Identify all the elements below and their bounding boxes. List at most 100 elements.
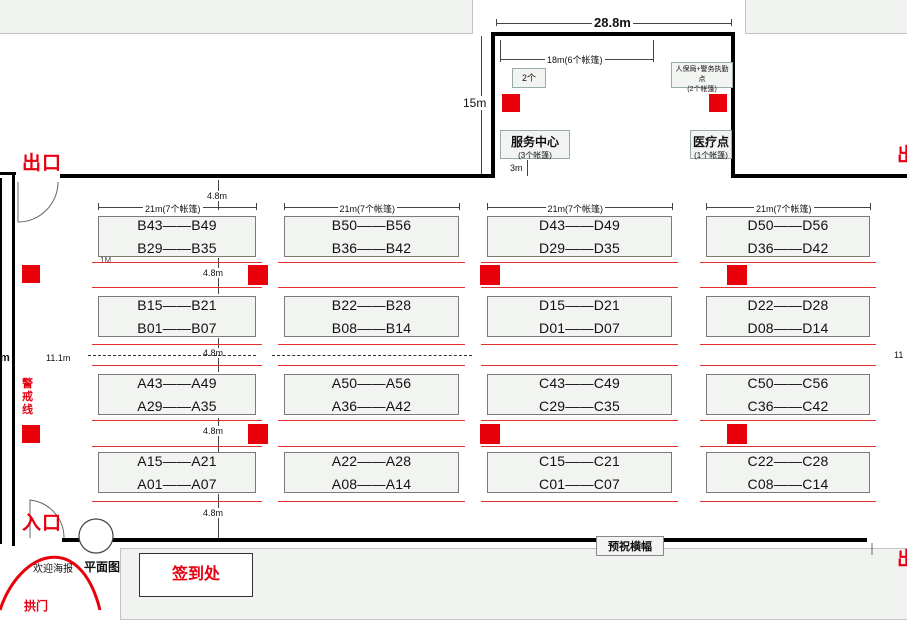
service-center-sub: (3个帐篷)	[518, 151, 552, 160]
top-road	[0, 0, 473, 34]
booth-range-label: C15——C21	[539, 453, 620, 469]
booth-range-label: A36——A42	[331, 398, 412, 414]
row-gap-label-2: 4.8m	[201, 426, 226, 436]
welcome-poster-label: 欢迎海报	[33, 564, 73, 575]
column-dim-tick	[256, 203, 257, 210]
column-dim-label: 21m(7个帐篷)	[754, 202, 814, 215]
red-guide-line	[92, 446, 262, 447]
plan-label: 平面图	[84, 560, 121, 574]
one-m-label: 1M	[100, 256, 112, 265]
left-distance-label: 11.1m	[44, 353, 73, 363]
column-dim-tick	[870, 203, 871, 210]
booth-range-label: A15——A21	[137, 453, 217, 469]
security-sub: (2个帐篷)	[687, 86, 717, 93]
booth-range-label: D36——D42	[747, 240, 829, 256]
exit-bottom-right-label: 出	[897, 544, 907, 571]
wall-tower-top	[491, 32, 735, 36]
dim-gap: 3m	[510, 163, 523, 173]
red-guide-line	[278, 262, 465, 263]
booth-range-label: A22——A28	[331, 453, 412, 469]
booth-range-label: B29——B35	[137, 240, 217, 256]
red-guide-line	[92, 344, 262, 345]
red-guide-line	[481, 420, 678, 421]
banner-label: 预祝横幅	[608, 541, 652, 553]
wall-left-top	[0, 172, 16, 175]
booth-range-label: D15——D21	[539, 297, 620, 313]
red-guide-line	[278, 287, 465, 288]
red-marker-b-1	[248, 265, 268, 285]
arch-label: 拱门	[24, 599, 49, 613]
booth-range-label: A08——A14	[331, 476, 412, 492]
cordon-label: 警戒线	[22, 378, 33, 416]
column-dim-label: 21m(7个帐篷)	[545, 202, 606, 215]
dim-3m-line	[527, 160, 528, 176]
column-dim-tick	[672, 203, 673, 210]
red-guide-line	[92, 262, 262, 263]
column-dim-tick	[98, 203, 99, 210]
red-guide-line	[481, 365, 678, 366]
row-gap-label: 4.8m	[201, 268, 226, 278]
column-dim-tick	[459, 203, 460, 210]
booth-range-label: B01——B07	[137, 320, 217, 336]
red-guide-line	[700, 262, 876, 263]
red-guide-line	[481, 446, 678, 447]
wall-top-right	[731, 174, 907, 178]
wall-top-left	[60, 174, 494, 178]
entrance-label: 入口	[22, 513, 63, 534]
red-marker-left-2	[22, 425, 40, 443]
left-edge-label: m	[0, 352, 10, 364]
red-guide-line	[700, 420, 876, 421]
booth-range-label: C08——C14	[747, 476, 829, 492]
red-guide-line	[92, 501, 262, 502]
booth-range-label: D22——D28	[747, 297, 829, 313]
column-dim-tick	[706, 203, 707, 210]
red-marker-a-1	[248, 424, 268, 444]
red-marker-dd-1	[727, 265, 747, 285]
red-marker-c-1	[480, 424, 500, 444]
booth-range-label: A01——A07	[137, 476, 217, 492]
aisle-dashed-2	[272, 355, 472, 356]
red-guide-line	[481, 262, 678, 263]
signin-label: 签到处	[171, 566, 220, 583]
red-guide-line	[92, 365, 262, 366]
top-road-right	[745, 0, 907, 34]
red-guide-line	[278, 446, 465, 447]
dim-width-inner: 18m(6个帐篷)	[545, 53, 605, 66]
exit-left-label: 出口	[22, 153, 63, 174]
dim-28-8-tick-left	[496, 19, 497, 26]
booth-range-label: B08——B14	[331, 320, 412, 336]
right-distance-label: 11	[892, 350, 906, 360]
dim-18-tick-left	[500, 40, 501, 62]
booth-range-label: B43——B49	[137, 217, 217, 233]
booth-range-label: C29——C35	[539, 398, 620, 414]
booth-range-label: A50——A56	[331, 375, 412, 391]
dim-width-total: 28.8m	[592, 15, 633, 30]
service-center-box: 服务中心 (3个帐篷)	[500, 130, 570, 160]
column-dim-label: 21m(7个帐篷)	[337, 202, 398, 215]
booth-range-label: D43——D49	[539, 217, 620, 233]
wall-right-tower	[731, 32, 735, 178]
column-dim-tick	[284, 203, 285, 210]
red-guide-line	[481, 501, 678, 502]
booth-range-label: C36——C42	[747, 398, 829, 414]
red-guide-line	[700, 501, 876, 502]
booth-range-label: C50——C56	[747, 375, 829, 391]
security-box: 人保局+警务执勤点 (2个帐篷)	[671, 62, 733, 93]
exit-right-label: 出	[897, 140, 907, 167]
red-guide-line	[278, 344, 465, 345]
booth-range-label: D50——D56	[747, 217, 829, 233]
red-guide-line	[700, 365, 876, 366]
red-guide-line	[278, 501, 465, 502]
booth-range-label: B50——B56	[331, 217, 412, 233]
tents-left-box: 2个	[512, 68, 546, 88]
red-tent-right	[709, 94, 727, 112]
booth-range-label: B15——B21	[137, 297, 217, 313]
